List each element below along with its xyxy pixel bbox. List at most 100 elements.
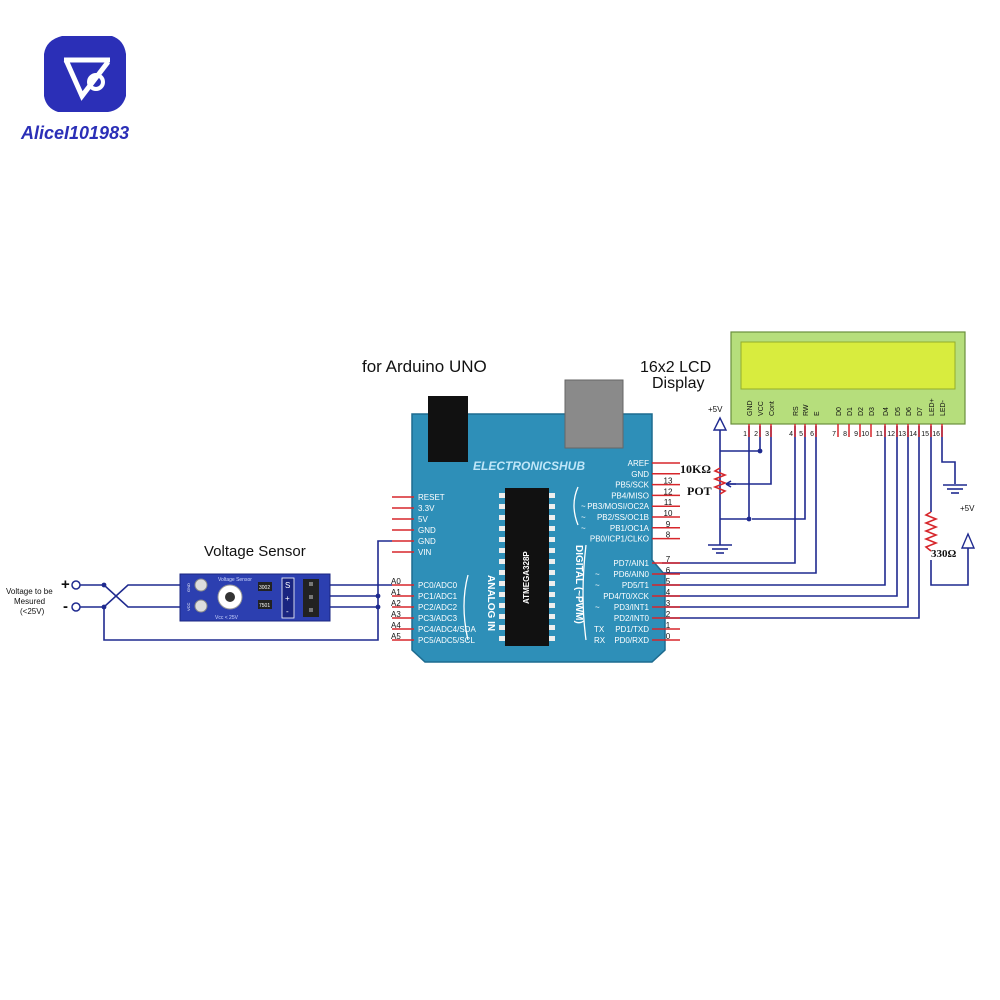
power-pin-label: RESET [418,493,445,502]
lcd-pin-num: 10 [861,431,869,438]
analog-pin-name: A1 [391,588,401,597]
usb-connector [564,379,624,449]
analog-pin-func: PC3/ADC3 [418,614,458,623]
svg-text:VCC: VCC [186,602,191,611]
digital-pin-func: PD4/T0/XCK [603,592,649,601]
svg-text:+: + [285,594,290,603]
resistor-330: 330Ω [923,511,957,560]
chip [258,582,272,591]
arduino-board: ELECTRONICSHUB ATMEGA328P ANALOG IN DIGI… [411,379,666,663]
analog-pin-name: A2 [391,599,401,608]
svg-text:Vcc < 25V: Vcc < 25V [215,615,239,621]
input-label-2: Mesured [14,597,45,606]
lcd-pin-num: 14 [909,431,917,438]
digital-pin-num: 3 [666,599,671,608]
rx-label: RX [594,636,606,645]
analog-pin-name: A0 [391,577,401,586]
ground-symbol-left [708,544,732,554]
pwm-tilde: ~ [581,524,586,533]
vplus-left: +5V [708,405,728,431]
power-pin-label: GND [418,526,436,535]
tx-label: TX [594,625,605,634]
digital-pin-num: 0 [666,632,671,641]
digital-pin-func: PB1/OC1A [610,524,650,533]
digital-pin-num: 7 [666,555,671,564]
digital-pin-func: PD0/RXD [614,636,649,645]
lcd-pin-label: LED+ [929,398,936,416]
resistor-label: 330Ω [931,548,957,560]
svg-text:+5V: +5V [708,405,723,414]
digital-pin-num: 9 [666,520,671,529]
lcd-pin-label: D7 [917,407,924,416]
digital-pin-num: 6 [666,566,671,575]
digital-pin-func: PB4/MISO [611,491,649,500]
lcd-display [730,331,966,425]
power-jack [428,396,468,462]
analog-pin-name: A4 [391,621,401,630]
pwm-tilde: ~ [581,502,586,511]
digital-pin-num: 5 [666,577,671,586]
svg-text:7501: 7501 [259,603,270,609]
brand-logo: AliceI101983 [20,36,129,143]
power-pin-label: GND [418,537,436,546]
digital-pin-func: PB0/ICP1/CLKO [590,535,649,544]
svg-text:ATMEGA328P: ATMEGA328P [522,551,531,604]
lcd-pin-num: 12 [887,431,895,438]
lcd-pin-label: D5 [895,407,902,416]
input-terminal-plus [71,580,81,590]
analog-pin-func: PC5/ADC5/SCL [418,636,475,645]
lcd-pin-num: 1 [743,431,747,438]
pwm-tilde: ~ [581,513,586,522]
lcd-pin-num: 7 [832,431,836,438]
digital-pin-func: PB5/SCK [615,481,649,490]
lcd-pin-num: 9 [854,431,858,438]
lcd-pin-label: E [814,411,821,416]
digital-pin-num: 1 [666,621,671,630]
svg-text:Voltage Sensor: Voltage Sensor [218,577,252,583]
digital-pin-func: PD3/INT1 [614,603,650,612]
digital-pin-func: AREF [628,459,649,468]
lcd-pin-num: 3 [765,431,769,438]
lcd-pin-label: VCC [758,401,765,416]
lcd-pin-header: GND1VCC2Cont3RS4RW5E6D07D18D29D310D411D5… [743,398,947,438]
lcd-pin-label: D3 [869,407,876,416]
lcd-pin-label: LED- [940,399,947,416]
minus-sign: - [63,598,68,615]
arduino-title: for Arduino UNO [362,357,487,376]
digital-label: DIGITAL (~PWM) [573,545,584,624]
lcd-title-line2: Display [652,375,704,392]
svg-text:+5V: +5V [960,504,975,513]
lcd-pin-label: D2 [858,407,865,416]
digital-pin-func: PD6/AIN0 [613,570,649,579]
pot-value: 10KΩ [680,462,711,476]
power-pin-label: 3.3V [418,504,435,513]
lcd-pin-num: 15 [921,431,929,438]
ground-symbol-right [943,484,967,494]
lcd-pin-num: 11 [876,431,883,438]
digital-pin-num: 12 [664,487,673,496]
screw-terminal [194,578,208,592]
analog-pin-name: A5 [391,632,401,641]
lcd-pin-label: RS [793,406,800,416]
digital-pin-num: 4 [666,588,671,597]
lcd-pin-label: D4 [883,407,890,416]
svg-text:S: S [285,581,290,590]
analog-pin-func: PC2/ADC2 [418,603,458,612]
digital-pin-num: 2 [666,610,671,619]
digital-pin-func: PD5/T1 [622,581,650,590]
lcd-pin-label: D6 [906,407,913,416]
chip [258,600,272,609]
lcd-pin-num: 2 [754,431,758,438]
pot-name: POT [687,484,712,498]
digital-pin-num: 13 [664,477,673,486]
digital-pin-func: PD1/TXD [615,625,649,634]
digital-pin-func: PB2/SS/OC1B [597,513,649,522]
digital-pin-num: 8 [666,531,671,540]
voltage-input: Voltage to be Mesured (<25V) + - [6,576,81,616]
svg-text:-: - [286,607,289,616]
analog-pin-name: A3 [391,610,401,619]
